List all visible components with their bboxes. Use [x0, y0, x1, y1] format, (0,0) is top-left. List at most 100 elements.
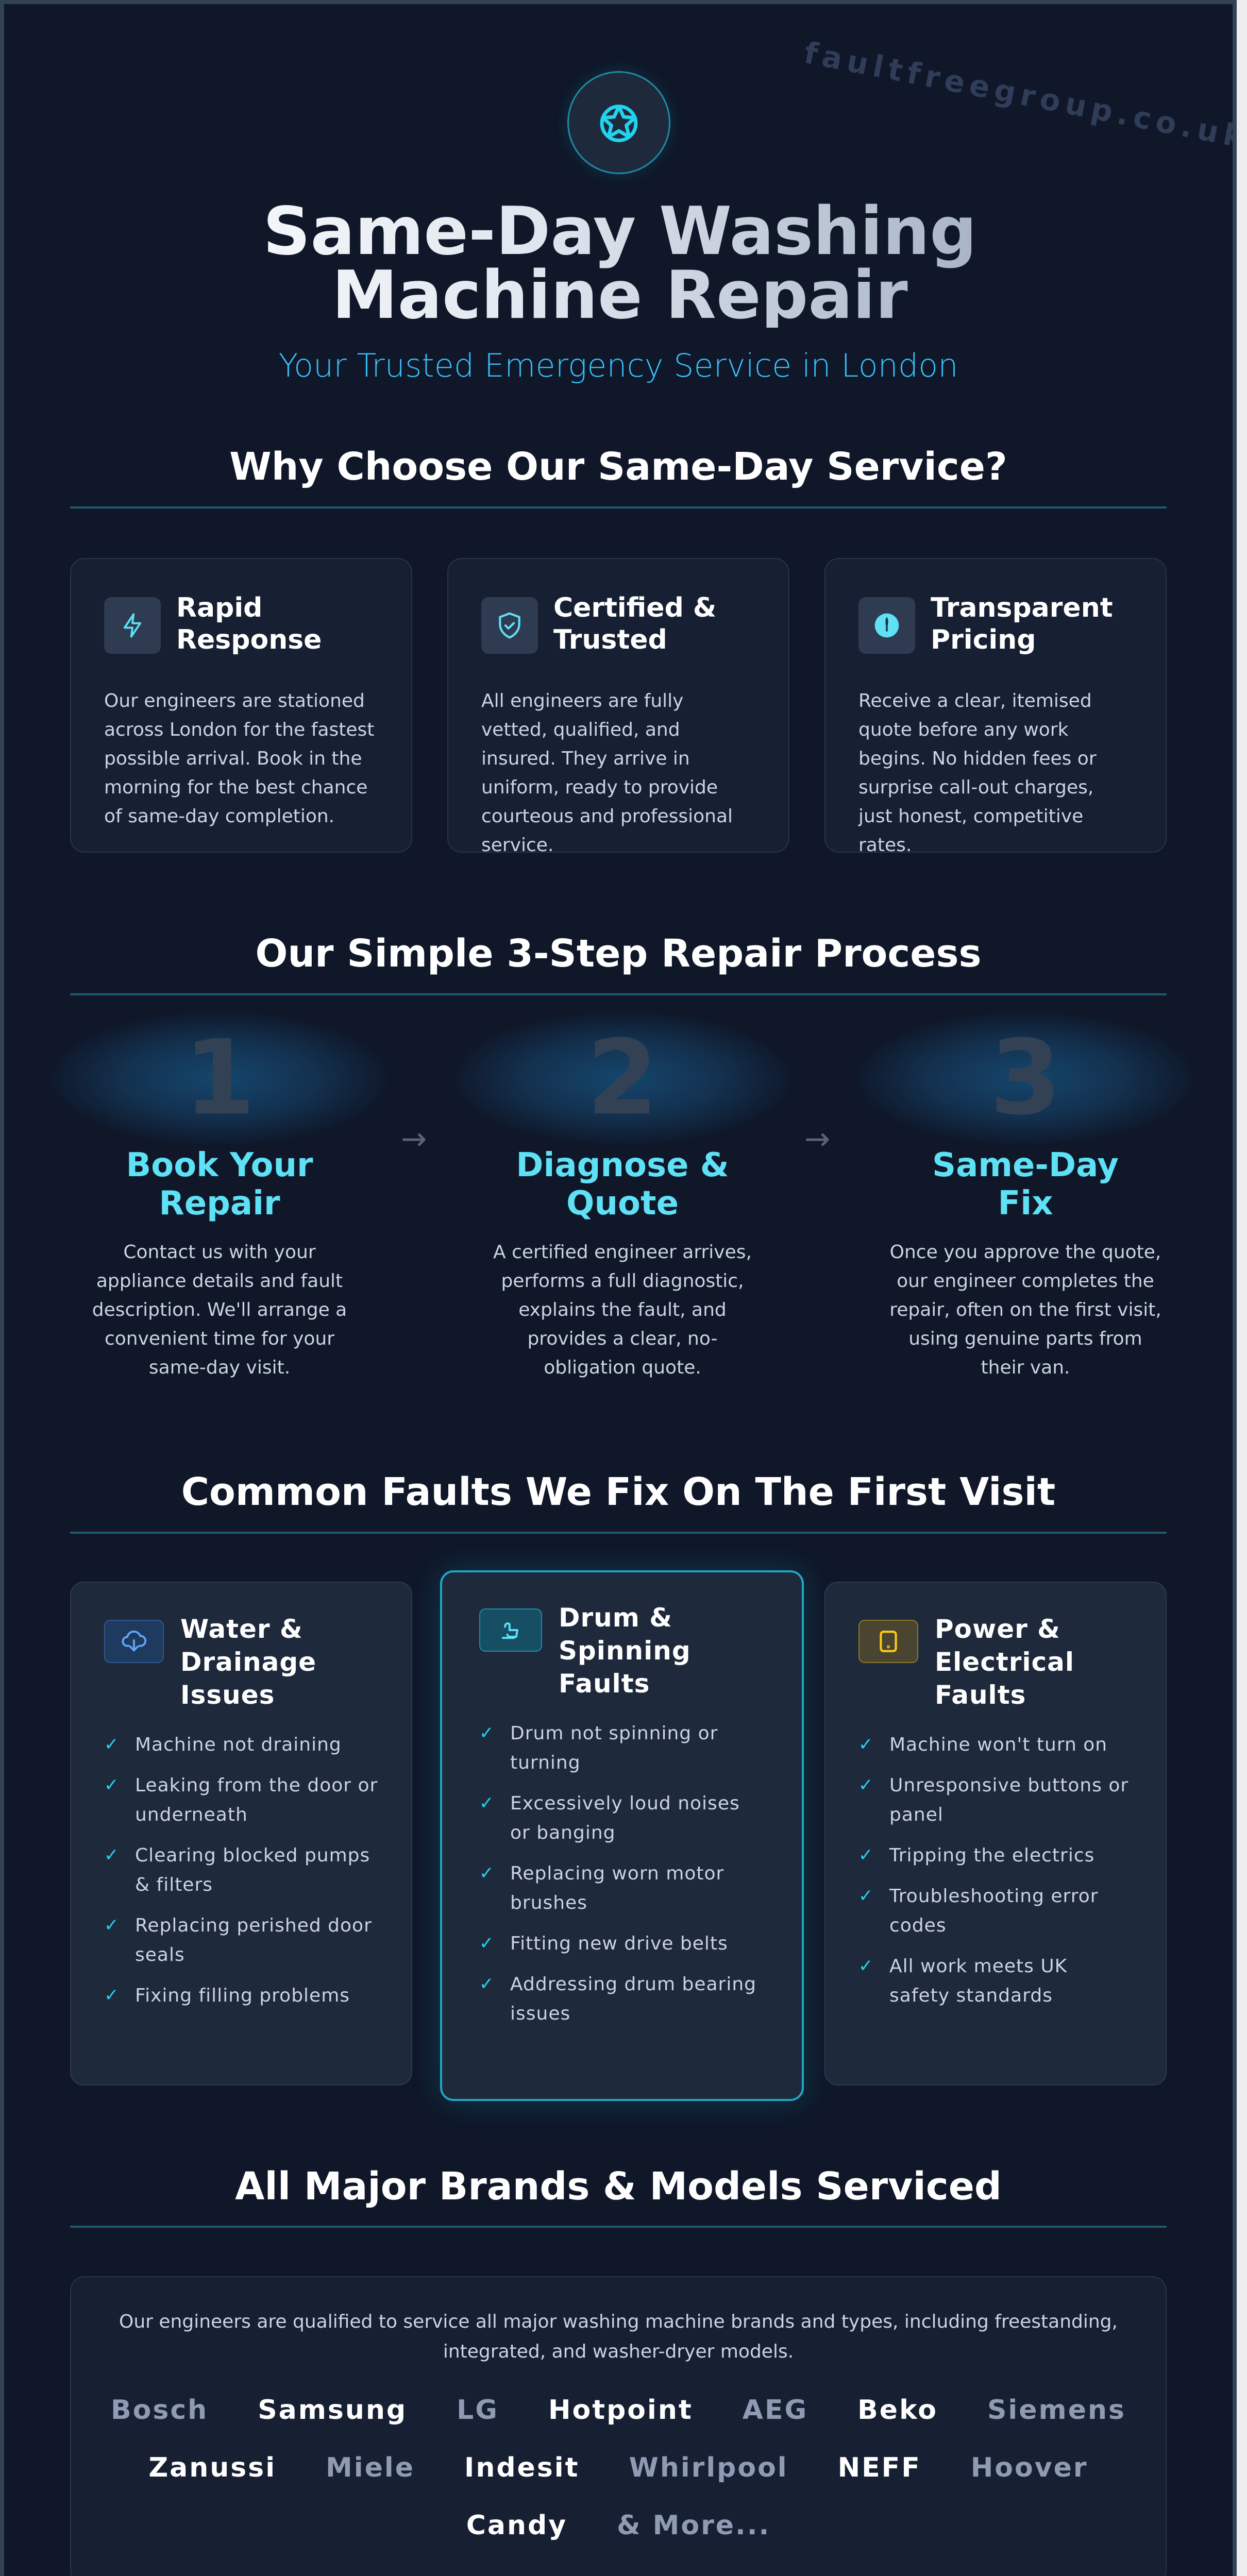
fault-card-drum-spinning: Drum & Spinning Faults ✓Drum not spinnin… [440, 1570, 804, 2101]
why-section-title: Why Choose Our Same-Day Service? [229, 445, 1007, 489]
feature-card-transparent-pricing: Transparent Pricing Receive a clear, ite… [824, 558, 1167, 856]
section-divider [70, 2226, 1167, 2228]
fault-card-water-drainage: Water & Drainage Issues ✓Machine not dra… [70, 1582, 412, 2086]
price-tag-icon [858, 597, 915, 654]
brands-card: Our engineers are qualified to service a… [70, 2276, 1167, 2576]
check-icon: ✓ [858, 1956, 874, 1976]
feature-description: All engineers are fully vetted, qualifie… [481, 690, 733, 856]
fault-item: ✓Excessively loud noises or banging [479, 1789, 765, 1848]
feature-description: Our engineers are stationed across Londo… [104, 690, 375, 827]
check-icon: ✓ [858, 1734, 874, 1755]
fault-card-title: Water & Drainage Issues [180, 1614, 317, 1710]
brand-name: Beko [857, 2395, 938, 2426]
fault-card-title: Drum & Spinning Faults [559, 1603, 691, 1699]
step-description: A certified engineer arrives, performs a… [493, 1242, 752, 1378]
step-number: 3 [989, 1018, 1061, 1138]
brand-name: Whirlpool [629, 2452, 788, 2483]
step-number: 2 [586, 1018, 659, 1138]
check-icon: ✓ [479, 1863, 495, 1884]
brand-name: Siemens [987, 2395, 1126, 2426]
check-icon: ✓ [858, 1775, 874, 1795]
fault-item: ✓All work meets UK safety standards [858, 1952, 1133, 2010]
fault-item: ✓Replacing worn motor brushes [479, 1859, 765, 1918]
check-icon: ✓ [104, 1734, 120, 1755]
step-1: 1 Book Your Repair Contact us with your … [49, 1011, 390, 1382]
fault-card-title: Power & Electrical Faults [935, 1614, 1075, 1710]
feature-card-rapid-response: Rapid Response Our engineers are station… [70, 558, 412, 853]
section-divider [70, 993, 1167, 995]
check-icon: ✓ [479, 1793, 495, 1814]
check-icon: ✓ [104, 1775, 120, 1795]
check-icon: ✓ [479, 1933, 495, 1954]
check-icon: ✓ [104, 1985, 120, 2006]
fault-item: ✓Fitting new drive belts [479, 1929, 765, 1958]
step-glow [49, 1011, 390, 1145]
brand-name: LG [457, 2395, 499, 2426]
step-number: 1 [183, 1018, 256, 1138]
faults-section-title: Common Faults We Fix On The First Visit [181, 1470, 1056, 1514]
hand-pointer-icon [479, 1608, 542, 1652]
check-icon: ✓ [479, 1723, 495, 1743]
brand-name: Miele [326, 2452, 415, 2483]
shield-check-icon [481, 597, 538, 654]
step-title: Book Your Repair [126, 1146, 313, 1223]
watermark-text: faultfreegroup.co.uk [801, 35, 1237, 156]
brand-name: Hoover [970, 2452, 1088, 2483]
fault-card-power-electrical: Power & Electrical Faults ✓Machine won't… [824, 1582, 1167, 2086]
step-title: Same-Day Fix [932, 1146, 1119, 1223]
check-icon: ✓ [858, 1886, 874, 1906]
fault-item: ✓Clearing blocked pumps & filters [104, 1841, 378, 1900]
lightning-icon [104, 597, 161, 654]
brand-name: AEG [742, 2395, 808, 2426]
brand-name: Hotpoint [548, 2395, 693, 2426]
fault-item: ✓Addressing drum bearing issues [479, 1970, 765, 2028]
fault-item: ✓Tripping the electrics [858, 1841, 1133, 1870]
brands-intro: Our engineers are qualified to service a… [119, 2311, 1118, 2362]
fault-list: ✓Machine not draining ✓Leaking from the … [104, 1730, 378, 2010]
feature-description: Receive a clear, itemised quote before a… [858, 690, 1097, 856]
brand-name: NEFF [837, 2452, 921, 2483]
fault-item: ✓Fixing filling problems [104, 1981, 378, 2010]
star-badge-icon [567, 71, 670, 174]
tablet-device-icon [858, 1620, 918, 1663]
feature-title: Certified & Trusted [553, 592, 717, 655]
brand-name: Indesit [464, 2452, 580, 2483]
fault-list: ✓Drum not spinning or turning ✓Excessive… [479, 1719, 765, 2028]
arrow-right-icon: → [401, 1121, 427, 1157]
brand-name: Zanussi [148, 2452, 277, 2483]
feature-title: Transparent Pricing [931, 592, 1113, 655]
brands-list: Bosch Samsung LG Hotpoint AEG Beko Sieme… [93, 2392, 1144, 2544]
section-divider [70, 1532, 1167, 1534]
step-2: 2 Diagnose & Quote A certified engineer … [452, 1011, 793, 1382]
fault-item: ✓Machine not draining [104, 1730, 378, 1759]
step-3: 3 Same-Day Fix Once you approve the quot… [855, 1011, 1195, 1382]
brand-name: Samsung [258, 2395, 408, 2426]
fault-item: ✓Troubleshooting error codes [858, 1882, 1133, 1940]
fault-item: ✓Unresponsive buttons or panel [858, 1771, 1133, 1829]
step-glow [855, 1011, 1195, 1145]
step-title: Diagnose & Quote [516, 1146, 729, 1223]
check-icon: ✓ [104, 1845, 120, 1866]
check-icon: ✓ [104, 1915, 120, 1936]
feature-card-certified-trusted: Certified & Trusted All engineers are fu… [447, 558, 789, 856]
feature-title: Rapid Response [176, 592, 322, 655]
brand-name: Candy [466, 2510, 568, 2541]
step-glow [452, 1011, 793, 1145]
fault-list: ✓Machine won't turn on ✓Unresponsive but… [858, 1730, 1133, 2010]
arrow-right-icon: → [804, 1121, 831, 1157]
check-icon: ✓ [479, 1974, 495, 1994]
brand-name: Bosch [111, 2395, 209, 2426]
fault-item: ✓Drum not spinning or turning [479, 1719, 765, 1777]
cloud-download-icon [104, 1620, 164, 1663]
fault-item: ✓Machine won't turn on [858, 1730, 1133, 1759]
brands-section-title: All Major Brands & Models Serviced [235, 2164, 1002, 2209]
fault-item: ✓Leaking from the door or underneath [104, 1771, 378, 1829]
process-section-title: Our Simple 3-Step Repair Process [255, 931, 982, 976]
step-description: Contact us with your appliance details a… [92, 1242, 347, 1378]
fault-item: ✓Replacing perished door seals [104, 1911, 378, 1970]
brand-more: & More... [617, 2510, 771, 2541]
step-description: Once you approve the quote, our engineer… [889, 1242, 1161, 1378]
page-title: Same-Day Washing Machine Repair [97, 199, 1143, 329]
section-divider [70, 506, 1167, 509]
